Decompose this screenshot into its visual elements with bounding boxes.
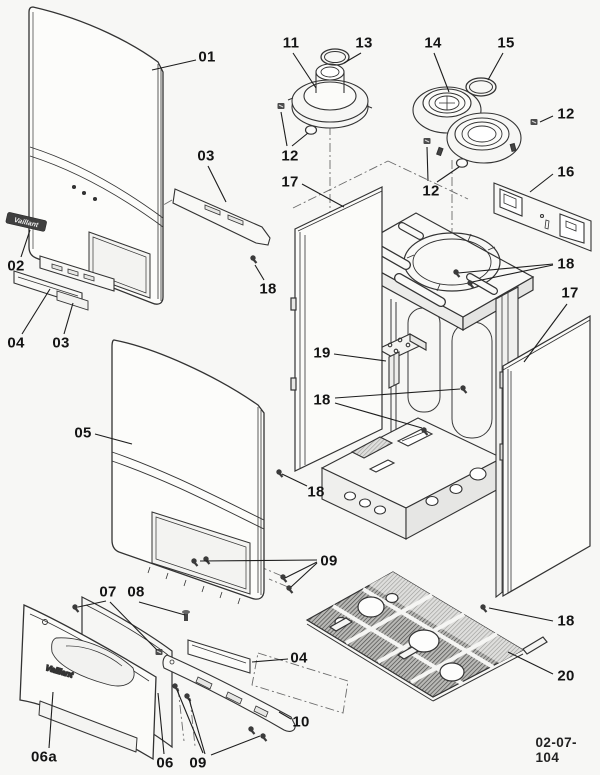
leader-lines	[20, 52, 568, 756]
leader-line	[433, 52, 450, 93]
cap-icon	[304, 125, 318, 135]
leader-line	[210, 735, 261, 756]
part-10-bottom-rail	[162, 654, 296, 732]
leader-line	[529, 173, 554, 193]
cap-icon	[455, 158, 469, 168]
clip-icon	[423, 137, 431, 145]
leader-line	[157, 692, 165, 755]
leader-line	[426, 146, 429, 182]
part-17-right-side-panel	[502, 314, 591, 598]
drawing-number: 02-07-104	[535, 735, 577, 765]
clip-icon	[530, 118, 538, 126]
leader-line	[176, 689, 204, 754]
part-03-top-strip	[172, 188, 271, 246]
leader-line	[290, 562, 318, 588]
part-16-rear-panel	[493, 182, 592, 252]
leader-line	[343, 52, 362, 64]
leader-line	[291, 132, 309, 147]
part-02-brand-badge: Vaillant	[5, 212, 47, 232]
part-20-base-insulation-mat	[305, 571, 548, 702]
leader-line	[457, 263, 554, 274]
leader-line	[539, 115, 554, 123]
part-06a-front-flap: Vaillant	[19, 604, 157, 761]
leader-line	[94, 433, 133, 445]
clip-icon	[277, 102, 285, 110]
leader-line	[507, 651, 554, 675]
part-05-lower-front-panel	[111, 339, 265, 605]
leader-line	[20, 229, 31, 258]
part-11-flue-adapter	[287, 63, 373, 129]
leader-line	[207, 165, 227, 203]
leader-line	[301, 183, 345, 208]
leader-line	[471, 264, 554, 283]
leader-line	[109, 601, 158, 651]
leader-line	[151, 59, 197, 71]
part-17-left-side-panel	[290, 186, 383, 472]
leader-line	[63, 302, 74, 335]
leader-line	[48, 691, 54, 749]
leader-line	[251, 658, 289, 663]
leader-line	[77, 600, 107, 608]
leader-line	[334, 388, 461, 399]
leader-line	[278, 711, 292, 720]
part-04-bottom-strip	[187, 639, 251, 674]
pin-08	[182, 610, 190, 621]
leader-line	[523, 303, 568, 363]
leader-line	[436, 166, 460, 183]
part-15-sealing-ring	[465, 77, 497, 97]
leader-line	[284, 561, 318, 579]
leader-line	[188, 698, 206, 755]
leader-line	[281, 473, 308, 487]
part-03-strip	[13, 270, 89, 311]
leader-line	[487, 52, 504, 81]
leader-line	[199, 559, 318, 562]
leader-line	[138, 601, 186, 616]
leader-line	[21, 288, 51, 335]
leader-line	[254, 264, 265, 281]
chassis-base-assembly	[320, 417, 504, 540]
part-13-sealing-ring	[320, 48, 350, 66]
part-14-twin-flue-adapter	[412, 86, 522, 164]
leader-line	[333, 353, 387, 362]
leader-line	[280, 111, 288, 147]
leader-line	[488, 607, 554, 622]
part-19-bracket	[376, 333, 428, 389]
leader-line	[292, 52, 317, 89]
part-04-strip	[39, 255, 115, 292]
leader-line	[334, 402, 423, 429]
